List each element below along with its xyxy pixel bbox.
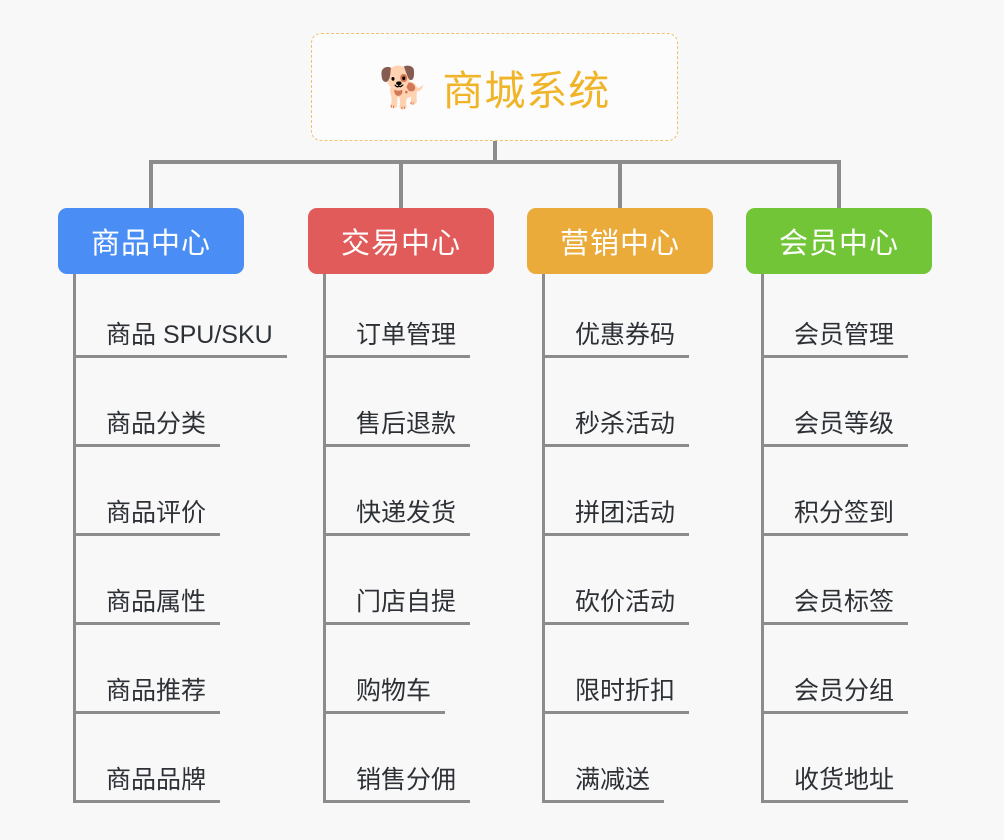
- leaf-label: 积分签到: [764, 499, 909, 536]
- leaf-label: 商品推荐: [76, 677, 221, 714]
- leaf-label: 会员等级: [764, 410, 909, 447]
- branch-2: 营销中心优惠券码秒杀活动拼团活动砍价活动限时折扣满减送: [527, 208, 713, 803]
- branch-0: 商品中心商品 SPU/SKU 商品分类商品评价商品属性商品推荐商品品牌: [58, 208, 287, 803]
- leaf-label: 快递发货: [326, 499, 471, 536]
- leaf-label: 会员标签: [764, 588, 909, 625]
- leaf-node[interactable]: 限时折扣: [545, 625, 713, 714]
- connector-branch-stem-2: [618, 160, 622, 208]
- leaf-label: 商品 SPU/SKU: [76, 321, 287, 358]
- leaf-label: 限时折扣: [545, 677, 690, 714]
- leaf-node[interactable]: 商品属性: [76, 536, 244, 625]
- leaf-label: 销售分佣: [326, 766, 471, 803]
- leaf-label: 砍价活动: [545, 588, 690, 625]
- branch-header-3[interactable]: 会员中心: [746, 208, 932, 274]
- root-title: 商城系统: [442, 68, 611, 114]
- branch-header-label: 交易中心: [340, 228, 461, 260]
- branch-header-label: 营销中心: [559, 228, 680, 260]
- connector-branch-stem-0: [149, 160, 153, 208]
- branch-header-2[interactable]: 营销中心: [527, 208, 713, 274]
- leaf-node[interactable]: 快递发货: [326, 447, 494, 536]
- branch-header-0[interactable]: 商品中心: [58, 208, 244, 274]
- leaf-label: 商品品牌: [76, 766, 221, 803]
- leaf-node[interactable]: 订单管理: [326, 274, 494, 358]
- branch-items-2: 优惠券码秒杀活动拼团活动砍价活动限时折扣满减送: [542, 274, 713, 803]
- connector-horizontal-bus: [149, 160, 841, 164]
- leaf-node[interactable]: 商品分类: [76, 358, 244, 447]
- leaf-node[interactable]: 购物车: [326, 625, 494, 714]
- connector-branch-stem-3: [837, 160, 841, 208]
- branch-header-1[interactable]: 交易中心: [308, 208, 494, 274]
- branch-items-0: 商品 SPU/SKU 商品分类商品评价商品属性商品推荐商品品牌: [73, 274, 287, 803]
- leaf-label: 会员分组: [764, 677, 909, 714]
- leaf-label: 商品评价: [76, 499, 221, 536]
- leaf-label: 商品分类: [76, 410, 221, 447]
- branch-items-3: 会员管理会员等级积分签到会员标签会员分组收货地址: [761, 274, 932, 803]
- leaf-label: 门店自提: [326, 588, 471, 625]
- connector-root-stem: [493, 141, 497, 163]
- leaf-node[interactable]: 积分签到: [764, 447, 932, 536]
- leaf-label: 商品属性: [76, 588, 221, 625]
- connector-branch-stem-1: [399, 160, 403, 208]
- leaf-node[interactable]: 销售分佣: [326, 714, 494, 803]
- leaf-node[interactable]: 商品品牌: [76, 714, 244, 803]
- branch-header-label: 商品中心: [90, 228, 211, 260]
- leaf-node[interactable]: 拼团活动: [545, 447, 713, 536]
- leaf-label: 售后退款: [326, 410, 471, 447]
- leaf-node[interactable]: 优惠券码: [545, 274, 713, 358]
- leaf-label: 购物车: [326, 677, 446, 714]
- branch-3: 会员中心会员管理会员等级积分签到会员标签会员分组收货地址: [746, 208, 932, 803]
- branch-1: 交易中心订单管理售后退款快递发货门店自提购物车销售分佣: [308, 208, 494, 803]
- leaf-label: 优惠券码: [545, 321, 690, 358]
- leaf-node[interactable]: 售后退款: [326, 358, 494, 447]
- leaf-label: 拼团活动: [545, 499, 690, 536]
- leaf-node[interactable]: 收货地址: [764, 714, 932, 803]
- leaf-node[interactable]: 会员标签: [764, 536, 932, 625]
- leaf-node[interactable]: 商品推荐: [76, 625, 244, 714]
- leaf-label: 会员管理: [764, 321, 909, 358]
- branch-items-1: 订单管理售后退款快递发货门店自提购物车销售分佣: [323, 274, 494, 803]
- leaf-node[interactable]: 秒杀活动: [545, 358, 713, 447]
- leaf-node[interactable]: 会员等级: [764, 358, 932, 447]
- leaf-node[interactable]: 商品评价: [76, 447, 244, 536]
- leaf-label: 秒杀活动: [545, 410, 690, 447]
- leaf-node[interactable]: 会员分组: [764, 625, 932, 714]
- root-node[interactable]: 🐕 商城系统: [311, 33, 678, 141]
- leaf-node[interactable]: 商品 SPU/SKU: [76, 274, 287, 358]
- leaf-node[interactable]: 门店自提: [326, 536, 494, 625]
- leaf-label: 满减送: [545, 766, 665, 803]
- leaf-node[interactable]: 会员管理: [764, 274, 932, 358]
- leaf-label: 订单管理: [326, 321, 471, 358]
- leaf-node[interactable]: 满减送: [545, 714, 713, 803]
- branch-header-label: 会员中心: [778, 228, 899, 260]
- shiba-dog-emoji: 🐕: [378, 66, 429, 110]
- leaf-label: 收货地址: [764, 766, 909, 803]
- leaf-node[interactable]: 砍价活动: [545, 536, 713, 625]
